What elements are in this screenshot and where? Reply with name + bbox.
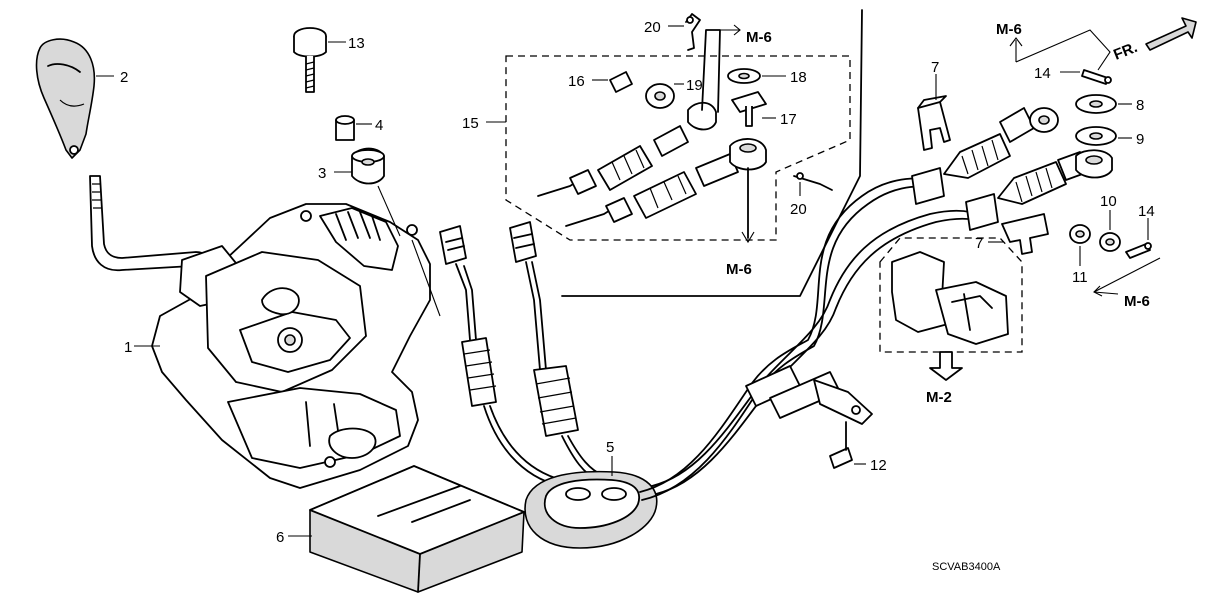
- callout-10: 10: [1100, 193, 1117, 210]
- callout-14-bottom: 14: [1138, 203, 1155, 220]
- inset-part-19: [645, 83, 684, 109]
- inset-part-16: [592, 71, 633, 93]
- bolt-13: [293, 27, 346, 93]
- inset-part-18: [727, 68, 786, 84]
- callout-13: 13: [348, 35, 365, 52]
- ref-m6-right-top: M-6: [996, 21, 1022, 38]
- callout-9: 9: [1136, 131, 1144, 148]
- washer-8: [1075, 94, 1132, 114]
- m6-top-arrow: [720, 24, 741, 36]
- grommet-5: [524, 456, 658, 549]
- foam-pad: [288, 465, 525, 593]
- pin-14-top: [1060, 69, 1112, 85]
- collar-4: [335, 115, 372, 141]
- cable-ends-right: [911, 107, 1113, 231]
- pin-14-bottom: [1125, 218, 1152, 259]
- bushing-3: [334, 147, 385, 185]
- callout-12: 12: [870, 457, 887, 474]
- shift-cables: [639, 177, 977, 501]
- callout-15: 15: [462, 115, 479, 132]
- inset-box-15: [486, 9, 863, 297]
- callout-20-bottom: 20: [790, 201, 807, 218]
- front-label: FR.: [1111, 39, 1140, 64]
- ref-m6-bottom: M-6: [726, 261, 752, 278]
- washer-10: [1099, 210, 1121, 252]
- callout-18: 18: [790, 69, 807, 86]
- clip-7-top: [917, 74, 951, 151]
- diagram-code: SCVAB3400A: [932, 561, 1001, 573]
- callout-5: 5: [606, 439, 614, 456]
- callout-7-top: 7: [931, 59, 939, 76]
- callout-4: 4: [375, 117, 383, 134]
- m6-ref-arrow-right-bottom: [1093, 257, 1161, 297]
- callout-labels: 2 13 4 3 1 6 5 12 15 16 19 18 17 20 20 7…: [120, 19, 1155, 546]
- inset-cables: [537, 29, 767, 244]
- callout-7-bottom: 7: [975, 235, 983, 252]
- callout-1: 1: [124, 339, 132, 356]
- clip-20-bottom: [793, 172, 833, 196]
- inset-part-17: [731, 91, 776, 127]
- clip-20-top: [668, 13, 701, 51]
- shift-knob: [35, 38, 114, 159]
- callout-14-top: 14: [1034, 65, 1051, 82]
- shift-lever-housing: [134, 203, 431, 489]
- callout-16: 16: [568, 73, 585, 90]
- callout-20-top: 20: [644, 19, 661, 36]
- callout-11: 11: [1072, 269, 1088, 286]
- ref-m2: M-2: [926, 389, 952, 406]
- callout-17: 17: [780, 111, 797, 128]
- bolt-12: [829, 421, 866, 469]
- callout-6: 6: [276, 529, 284, 546]
- m6-ref-arrow-right-top: [1009, 29, 1111, 71]
- callout-3: 3: [318, 165, 326, 182]
- reference-labels: M-6 M-6 M-6 M-6 M-2 FR. SCVAB3400A: [726, 21, 1150, 573]
- washer-11: [1069, 224, 1091, 266]
- clip-7-bottom: [988, 213, 1049, 255]
- m2-detail-box: [879, 237, 1023, 381]
- ref-m6-top: M-6: [746, 29, 772, 46]
- ref-m6-right-bottom: M-6: [1124, 293, 1150, 310]
- callout-8: 8: [1136, 97, 1144, 114]
- connector-cables: [439, 221, 605, 487]
- callout-2: 2: [120, 69, 128, 86]
- front-direction-arrow: [1145, 17, 1197, 51]
- callout-19: 19: [686, 77, 703, 94]
- washer-9: [1075, 126, 1132, 146]
